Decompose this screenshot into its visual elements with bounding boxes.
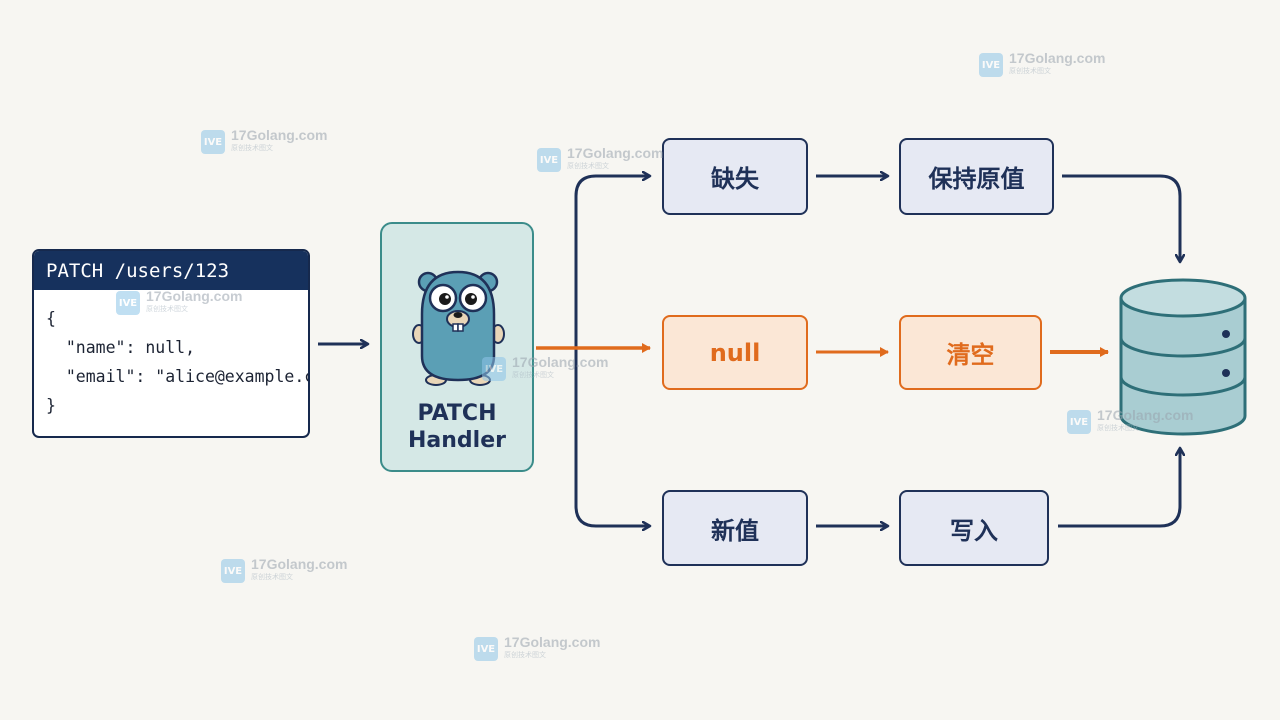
missing-case-box: 缺失: [662, 138, 808, 215]
new-value-case-box: 新值: [662, 490, 808, 566]
request-title: PATCH /users/123: [34, 251, 308, 290]
keep-original-box: 保持原值: [899, 138, 1054, 215]
code-line: {: [46, 309, 56, 328]
patch-handler-card: PATCH Handler: [380, 222, 534, 472]
code-line: "name": null,: [46, 338, 196, 357]
code-line: "email": "alice@example.com": [65, 367, 308, 386]
handler-label-line: PATCH: [417, 401, 497, 426]
arrow-handler-to-new-value: [574, 344, 650, 526]
gopher-icon: [412, 270, 505, 386]
patch-request-card: PATCH /users/123 { "name": null, "email"…: [32, 249, 310, 438]
arrow-handler-to-missing: [574, 176, 650, 344]
handler-label-line: Handler: [408, 428, 506, 453]
arrow-keep-to-db: [1062, 174, 1180, 262]
null-case-box: null: [662, 315, 808, 390]
request-body: { "name": null, "email": "alice@example.…: [34, 290, 308, 420]
arrow-write-to-db: [1058, 448, 1180, 528]
clear-box: 清空: [899, 315, 1042, 390]
handler-label: PATCH Handler: [382, 400, 532, 454]
code-line: }: [46, 396, 56, 415]
write-box: 写入: [899, 490, 1049, 566]
